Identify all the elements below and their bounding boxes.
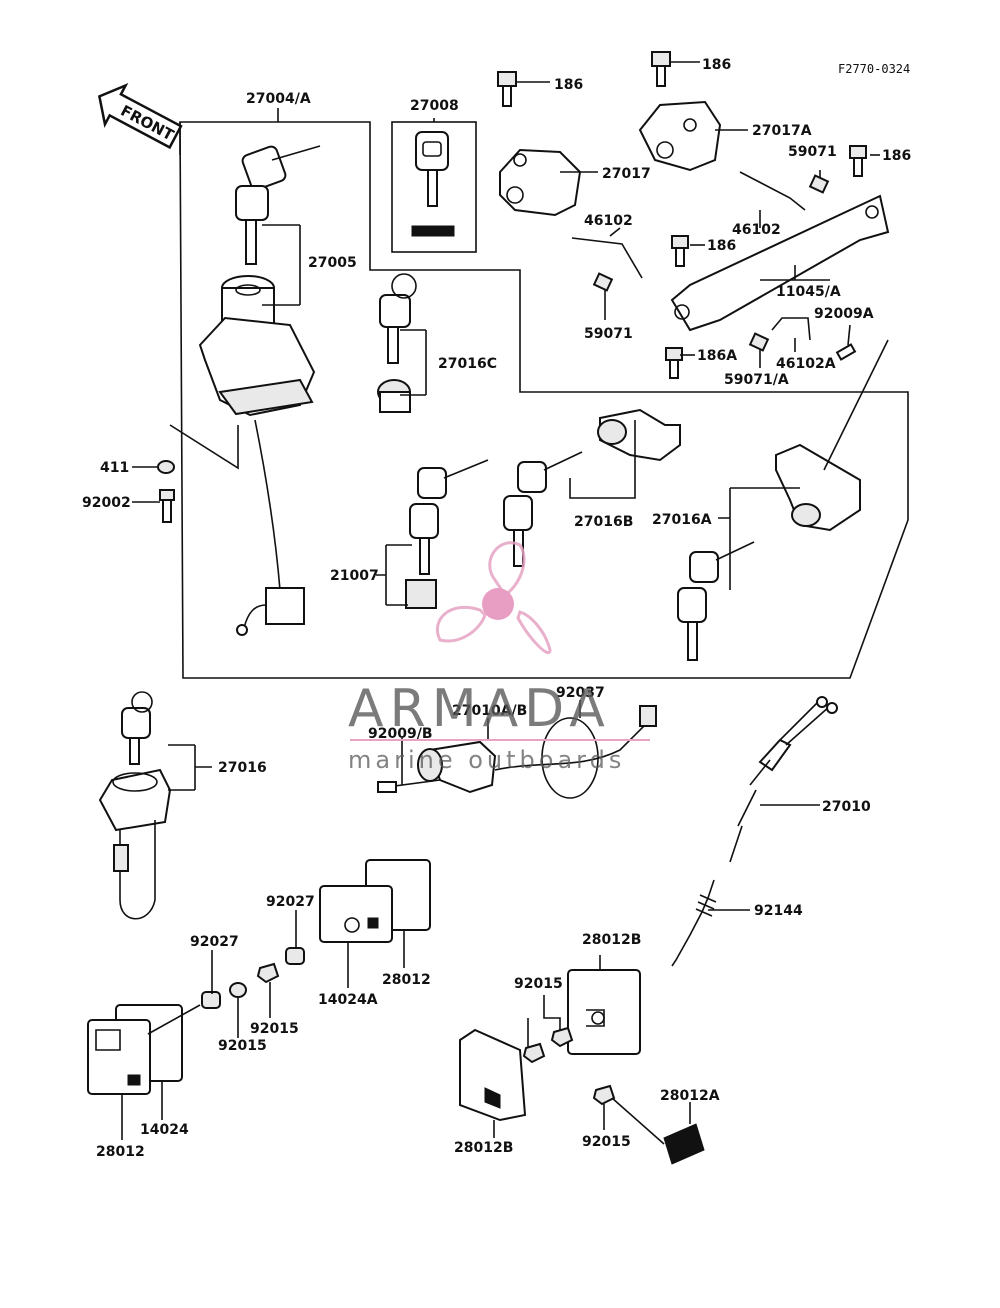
part-label: 186 xyxy=(707,238,736,254)
key-pair-21007-icon xyxy=(405,459,489,609)
part-label: 28012 xyxy=(96,1144,145,1160)
part-label: 27008 xyxy=(410,98,459,114)
bracket-27017a-icon xyxy=(638,100,722,172)
bolt-186-icon xyxy=(671,235,689,267)
part-label: 46102A xyxy=(776,356,836,372)
part-label: 92015 xyxy=(514,976,563,992)
lock-27016b-icon xyxy=(597,408,681,462)
holder-11045a-icon xyxy=(670,194,890,332)
watermark-logo-icon xyxy=(435,541,552,654)
part-label: 21007 xyxy=(330,568,379,584)
front-arrow-icon: FRONT xyxy=(97,82,183,150)
part-label: 92009/B xyxy=(368,726,433,742)
part-labels: 27004/A 27005 27008 186 186 186 186 186A… xyxy=(82,57,911,1160)
part-label: 411 xyxy=(100,460,129,476)
nut-92015-icon xyxy=(256,962,280,984)
part-label: 11045/A xyxy=(776,284,841,300)
part-label: 59071 xyxy=(788,144,837,160)
nut-92015-icon xyxy=(592,1084,616,1106)
clip-59071-icon xyxy=(592,272,614,292)
reflector-28012a-icon xyxy=(663,1123,705,1165)
part-label: 92027 xyxy=(266,894,315,910)
clip-59071-icon xyxy=(808,174,830,194)
rod-46102-icon xyxy=(571,237,643,279)
part-label: 27005 xyxy=(308,255,357,271)
rod-46102-icon xyxy=(739,171,806,211)
switch-27010ab-icon xyxy=(377,705,657,799)
key-pair-icon xyxy=(235,145,321,265)
part-label: 14024A xyxy=(318,992,378,1008)
part-label: 186 xyxy=(702,57,731,73)
part-label: 27017A xyxy=(752,123,812,139)
lock-27016-icon xyxy=(98,691,172,920)
spring-92144-icon xyxy=(671,879,717,967)
leader xyxy=(169,424,239,470)
leader-lines xyxy=(121,61,889,1145)
spacer-92027-icon xyxy=(201,991,221,1009)
part-label: 92015 xyxy=(250,1021,299,1037)
part-label: 27016B xyxy=(574,514,633,530)
part-label: 92015 xyxy=(218,1038,267,1054)
part-label: 92027 xyxy=(190,934,239,950)
part-label: 92009A xyxy=(814,306,874,322)
rod-46102a-icon xyxy=(771,317,811,341)
part-label: 27016A xyxy=(652,512,712,528)
reflector-28012b-rear-icon xyxy=(459,1028,527,1122)
nut-92015-icon xyxy=(550,1026,574,1048)
bracket-27017-icon xyxy=(499,148,582,217)
nut-92015-icon xyxy=(522,1042,546,1064)
part-label: 186 xyxy=(554,77,583,93)
key-lock-27016c-icon xyxy=(377,273,417,413)
part-label: 92015 xyxy=(582,1134,631,1150)
spacer-92027-icon xyxy=(285,947,305,965)
reflector-28012b-icon xyxy=(567,969,641,1055)
screw-92002-icon xyxy=(159,489,175,523)
part-label: 59071/A xyxy=(724,372,789,388)
bolt-186a-icon xyxy=(665,347,683,379)
bolt-186-icon xyxy=(651,51,671,87)
part-label: 27010 xyxy=(822,799,871,815)
watermark-brand: ARMADA xyxy=(348,679,611,739)
part-label: 92037 xyxy=(556,685,605,701)
screw-92009a-icon xyxy=(835,343,857,361)
switch-27010-icon xyxy=(729,696,838,863)
part-label: 27004/A xyxy=(246,91,311,107)
part-label: 27016 xyxy=(218,760,267,776)
part-label: 46102 xyxy=(732,222,781,238)
part-label: 59071 xyxy=(584,326,633,342)
bolt-186-icon xyxy=(497,71,517,107)
part-label: 92002 xyxy=(82,495,131,511)
bolt-186-icon xyxy=(849,145,867,177)
nut-92015-icon xyxy=(229,982,247,998)
watermark-tagline: marine outboards xyxy=(348,746,625,774)
part-label: 46102 xyxy=(584,213,633,229)
part-label: 27017 xyxy=(602,166,651,182)
diagram-ref-code: F2770-0324 xyxy=(838,62,910,76)
part-label: 28012 xyxy=(382,972,431,988)
lock-27016a-icon xyxy=(775,443,861,532)
key-pair-27016a-icon xyxy=(677,541,755,661)
reflector-28012-rear-icon xyxy=(87,1004,183,1095)
key-pair-27016b-icon xyxy=(503,451,583,567)
part-label: 27016C xyxy=(438,356,497,372)
reflector-28012-front-icon xyxy=(319,859,431,943)
washer-411-icon xyxy=(157,460,175,474)
assembly-outline xyxy=(179,121,909,679)
part-label: 28012B xyxy=(582,932,641,948)
part-label: 28012B xyxy=(454,1140,513,1156)
key-tag-icon xyxy=(411,131,455,237)
part-label: 92144 xyxy=(754,903,803,919)
part-label: 28012A xyxy=(660,1088,720,1104)
part-label: 27010A/B xyxy=(452,703,527,719)
ignition-switch-icon xyxy=(198,275,316,636)
part-label: 14024 xyxy=(140,1122,189,1138)
part-label: 186 xyxy=(882,148,911,164)
clip-59071a-icon xyxy=(748,332,770,352)
part-label: 186A xyxy=(697,348,737,364)
